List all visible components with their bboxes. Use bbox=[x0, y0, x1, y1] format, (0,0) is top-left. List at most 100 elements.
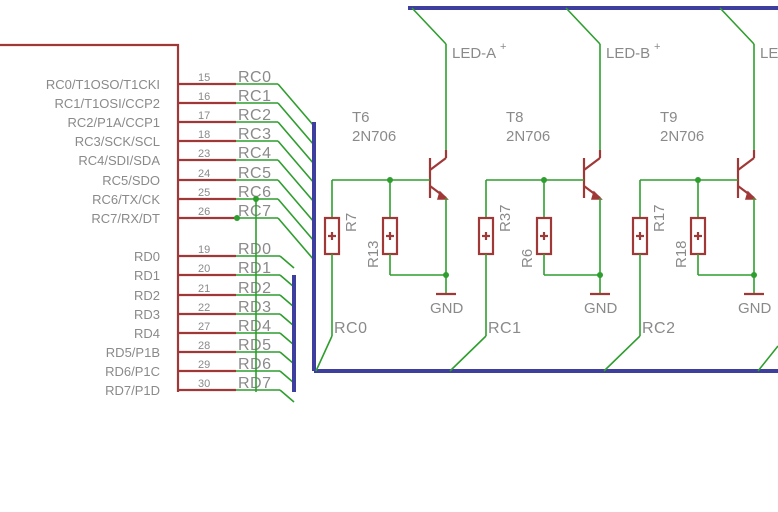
pin-name-rc2: RC2/P1A/CCP1 bbox=[68, 115, 160, 130]
bus-entry bbox=[315, 335, 333, 372]
pin-name-rd4: RD4 bbox=[134, 326, 160, 341]
pin-number: 15 bbox=[198, 72, 210, 84]
led-label: LED-B bbox=[606, 45, 650, 62]
pin-number: 29 bbox=[198, 359, 210, 371]
net-label-rd6: RD6 bbox=[238, 356, 272, 373]
transistor-model: 2N706 bbox=[660, 128, 704, 145]
pin-number: 27 bbox=[198, 321, 210, 333]
net-label-rc6: RC6 bbox=[238, 184, 272, 201]
net-label-rc1: RC1 bbox=[238, 88, 272, 105]
bus-entry bbox=[279, 274, 295, 288]
bus-entry bbox=[279, 332, 295, 346]
transistor-collector bbox=[737, 157, 755, 171]
pin-number: 25 bbox=[198, 187, 210, 199]
supply-entry bbox=[411, 7, 447, 45]
bus-entry bbox=[277, 121, 315, 165]
pin-number: 21 bbox=[198, 283, 210, 295]
bus-group bbox=[292, 6, 778, 392]
supply-entry bbox=[565, 7, 601, 45]
gnd-label: GND bbox=[738, 300, 772, 317]
transistor-name: T6 bbox=[352, 109, 370, 126]
net-label-rd7: RD7 bbox=[238, 375, 272, 392]
net-label-rc3: RC3 bbox=[238, 126, 272, 143]
transistor-arrow bbox=[745, 190, 757, 200]
transistor-collector bbox=[429, 157, 447, 171]
bus-entry bbox=[449, 335, 487, 372]
pin-name-rc0: RC0/T1OSO/T1CKI bbox=[46, 77, 160, 92]
net-label-rc7: RC7 bbox=[238, 203, 272, 220]
resistor-label: R18 bbox=[673, 240, 690, 268]
junction-dot bbox=[234, 215, 240, 221]
net-label-rc2: RC2 bbox=[238, 107, 272, 124]
net-label-rc5: RC5 bbox=[238, 165, 272, 182]
resistor-label: R13 bbox=[365, 240, 382, 268]
bus-entry bbox=[279, 255, 295, 269]
transistor-collector bbox=[583, 157, 601, 171]
net-label-rd2: RD2 bbox=[238, 280, 272, 297]
pin-name-rc3: RC3/SCK/SCL bbox=[75, 134, 160, 149]
transistor-arrow bbox=[437, 190, 449, 200]
pin-name-rd7: RD7/P1D bbox=[105, 383, 160, 398]
transistor-name: T8 bbox=[506, 109, 524, 126]
net-label-rd1: RD1 bbox=[238, 260, 272, 277]
pin-number: 18 bbox=[198, 129, 210, 141]
led-plus: + bbox=[654, 41, 660, 53]
pin-name-rd3: RD3 bbox=[134, 307, 160, 322]
bus-entry bbox=[757, 345, 778, 372]
pin-number: 17 bbox=[198, 110, 210, 122]
pin-name-rd2: RD2 bbox=[134, 288, 160, 303]
resistor-label: R7 bbox=[343, 213, 360, 232]
pin-name-rd5: RD5/P1B bbox=[106, 345, 160, 360]
bus-entry bbox=[279, 351, 295, 365]
resistor-label: R17 bbox=[651, 204, 668, 232]
bus-entry bbox=[277, 217, 315, 261]
led-label: LED- bbox=[760, 45, 778, 62]
net-label-rd4: RD4 bbox=[238, 318, 272, 335]
led-plus: + bbox=[500, 41, 506, 53]
bus-entry bbox=[279, 370, 295, 384]
pin-number: 24 bbox=[198, 168, 210, 180]
bus-entry bbox=[277, 198, 315, 242]
bus-entry bbox=[279, 294, 295, 308]
pin-name-rc1: RC1/T1OSI/CCP2 bbox=[55, 96, 160, 111]
junction-dot bbox=[253, 196, 259, 202]
transistor-name: T9 bbox=[660, 109, 678, 126]
led-label: LED-A bbox=[452, 45, 496, 62]
pin-number: 26 bbox=[198, 206, 210, 218]
pin-number: 16 bbox=[198, 91, 210, 103]
mcu-symbol bbox=[0, 43, 180, 392]
bus-entry bbox=[277, 102, 315, 146]
net-label-rc0: RC0 bbox=[238, 69, 272, 86]
pin-number: 30 bbox=[198, 378, 210, 390]
resistor-label: R6 bbox=[519, 249, 536, 268]
bus-entry bbox=[277, 179, 315, 223]
bus-entry bbox=[279, 389, 295, 403]
pin-name-rc7: RC7/RX/DT bbox=[91, 211, 160, 226]
pin-name-rc6: RC6/TX/CK bbox=[92, 192, 160, 207]
net-label-rc2: RC2 bbox=[642, 320, 676, 337]
pin-number: 22 bbox=[198, 302, 210, 314]
pin-number: 19 bbox=[198, 244, 210, 256]
net-label-rd0: RD0 bbox=[238, 241, 272, 258]
bus-entry bbox=[279, 313, 295, 327]
pin-name-rd6: RD6/P1C bbox=[105, 364, 160, 379]
bus-entry bbox=[603, 335, 641, 372]
transistor-model: 2N706 bbox=[506, 128, 550, 145]
net-label-rd5: RD5 bbox=[238, 337, 272, 354]
pin-name-rd0: RD0 bbox=[134, 249, 160, 264]
net-label-rc4: RC4 bbox=[238, 145, 272, 162]
supply-entry bbox=[719, 7, 755, 45]
gnd-label: GND bbox=[584, 300, 618, 317]
bus-entry bbox=[277, 159, 315, 203]
pin-number: 20 bbox=[198, 263, 210, 275]
transistor-arrow bbox=[591, 190, 603, 200]
resistor-label: R37 bbox=[497, 204, 514, 232]
pin-name-rc4: RC4/SDI/SDA bbox=[78, 153, 160, 168]
net-label-rc0: RC0 bbox=[334, 320, 368, 337]
